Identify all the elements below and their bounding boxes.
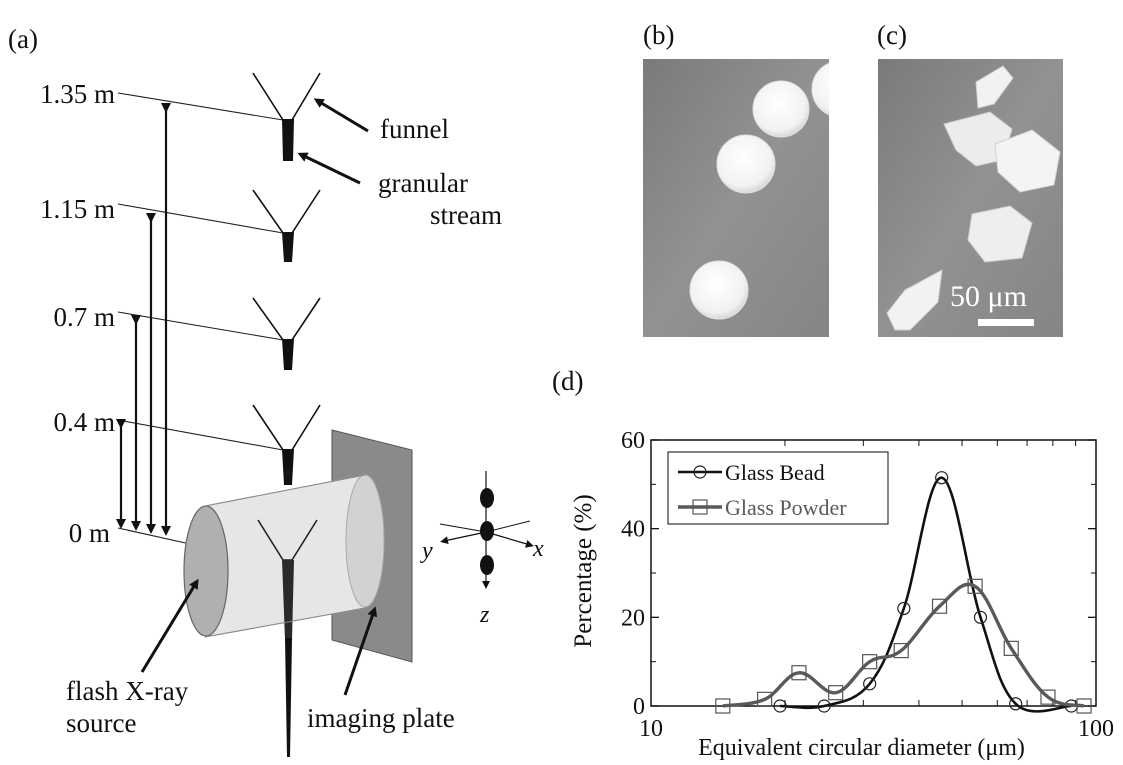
series-line-glass-powder — [722, 582, 1085, 708]
panel-d-label: (d) — [552, 366, 583, 396]
funnel-0 — [257, 519, 318, 757]
data-point-glass-bead — [1009, 697, 1023, 711]
legend-box — [667, 451, 889, 525]
height-label-0-7: 0.7 m — [53, 302, 115, 332]
data-point-glass-powder — [967, 578, 983, 594]
source-label-1: flash X-ray — [66, 676, 189, 706]
height-label-0: 0 m — [69, 518, 110, 548]
data-point-glass-bead — [897, 601, 911, 616]
panel-b-label: (b) — [643, 20, 674, 50]
data-point-glass-powder — [1003, 640, 1019, 656]
funnel-1-35 — [252, 72, 321, 161]
y-tick-label: 60 — [621, 428, 645, 454]
y-tick-label: 20 — [621, 605, 645, 631]
height-label-1-35: 1.35 m — [40, 79, 115, 109]
data-point-glass-powder — [715, 698, 731, 714]
stream-label-1: granular — [378, 168, 468, 198]
data-point-glass-powder — [791, 665, 807, 681]
glass-fragments — [886, 65, 1061, 331]
y-axis-label: Percentage (%) — [570, 494, 597, 647]
data-point-glass-powder — [931, 598, 948, 614]
funnel-0-4 — [252, 404, 321, 485]
scale-bar — [978, 319, 1034, 326]
data-point-glass-bead — [935, 471, 949, 485]
data-point-glass-powder — [1040, 689, 1056, 705]
y-tick-label: 0 — [633, 694, 645, 720]
coordinate-axes: x y z — [420, 471, 544, 628]
legend-marker-circle — [693, 465, 707, 479]
data-point-glass-powder — [1076, 698, 1092, 714]
y-axis — [440, 531, 487, 545]
glass-bead — [811, 62, 829, 116]
data-point-glass-powder — [893, 642, 909, 659]
data-point-glass-powder — [862, 654, 878, 670]
droplet-top — [480, 488, 494, 508]
plate-pointer — [343, 606, 378, 696]
data-point-glass-bead — [973, 610, 988, 624]
series-line-glass-bead — [780, 476, 1072, 713]
height-arrows — [116, 103, 171, 536]
height-label-0-4: 0.4 m — [53, 407, 115, 437]
x-tick-label: 10 — [639, 716, 663, 742]
data-point-glass-bead — [863, 677, 877, 691]
source-pointer — [140, 578, 199, 673]
droplet-middle — [480, 521, 494, 541]
funnel-1-15 — [252, 189, 321, 262]
legend-label: Glass Bead — [725, 460, 825, 485]
data-point-glass-bead — [817, 699, 831, 713]
height-leader-lines — [117, 92, 284, 545]
legend-marker-square — [692, 499, 708, 515]
legend-label: Glass Powder — [725, 495, 847, 520]
droplet-bottom — [480, 555, 494, 575]
stream-pointer — [297, 152, 361, 185]
panel-c-label: (c) — [877, 20, 907, 50]
data-point-glass-bead — [773, 699, 787, 713]
glass-bead — [752, 80, 810, 138]
panel-a: (a) 1.35 m 1.15 m 0.7 m 0.4 m 0 m — [8, 24, 544, 757]
xray-source-face — [183, 505, 229, 637]
funnel-pointer — [313, 98, 369, 133]
annotation-arrows — [140, 98, 378, 696]
x-axis-label: x — [532, 536, 544, 562]
stream-label-2: stream — [430, 200, 502, 230]
source-label-2: source — [66, 708, 136, 738]
panel-c: (c) 50 μm — [877, 20, 1063, 337]
data-point-glass-powder — [756, 691, 773, 707]
funnel-label: funnel — [380, 114, 449, 144]
x-axis-label: Equivalent circular diameter (μm) — [698, 735, 1025, 761]
height-label-1-15: 1.15 m — [40, 194, 115, 224]
z-axis-label: z — [479, 602, 490, 628]
x-tick-label: 100 — [1078, 716, 1114, 742]
plate-label: imaging plate — [307, 703, 455, 733]
panel-a-label: (a) — [8, 24, 38, 54]
y-axis-label: y — [420, 538, 433, 564]
funnel-0-7 — [252, 297, 321, 370]
glass-bead — [689, 260, 749, 320]
y-tick-label: 40 — [621, 517, 645, 543]
scale-bar-label: 50 μm — [950, 280, 1027, 313]
panel-b: (b) — [643, 20, 829, 337]
data-point-glass-powder — [828, 685, 844, 701]
glass-bead — [716, 134, 776, 194]
